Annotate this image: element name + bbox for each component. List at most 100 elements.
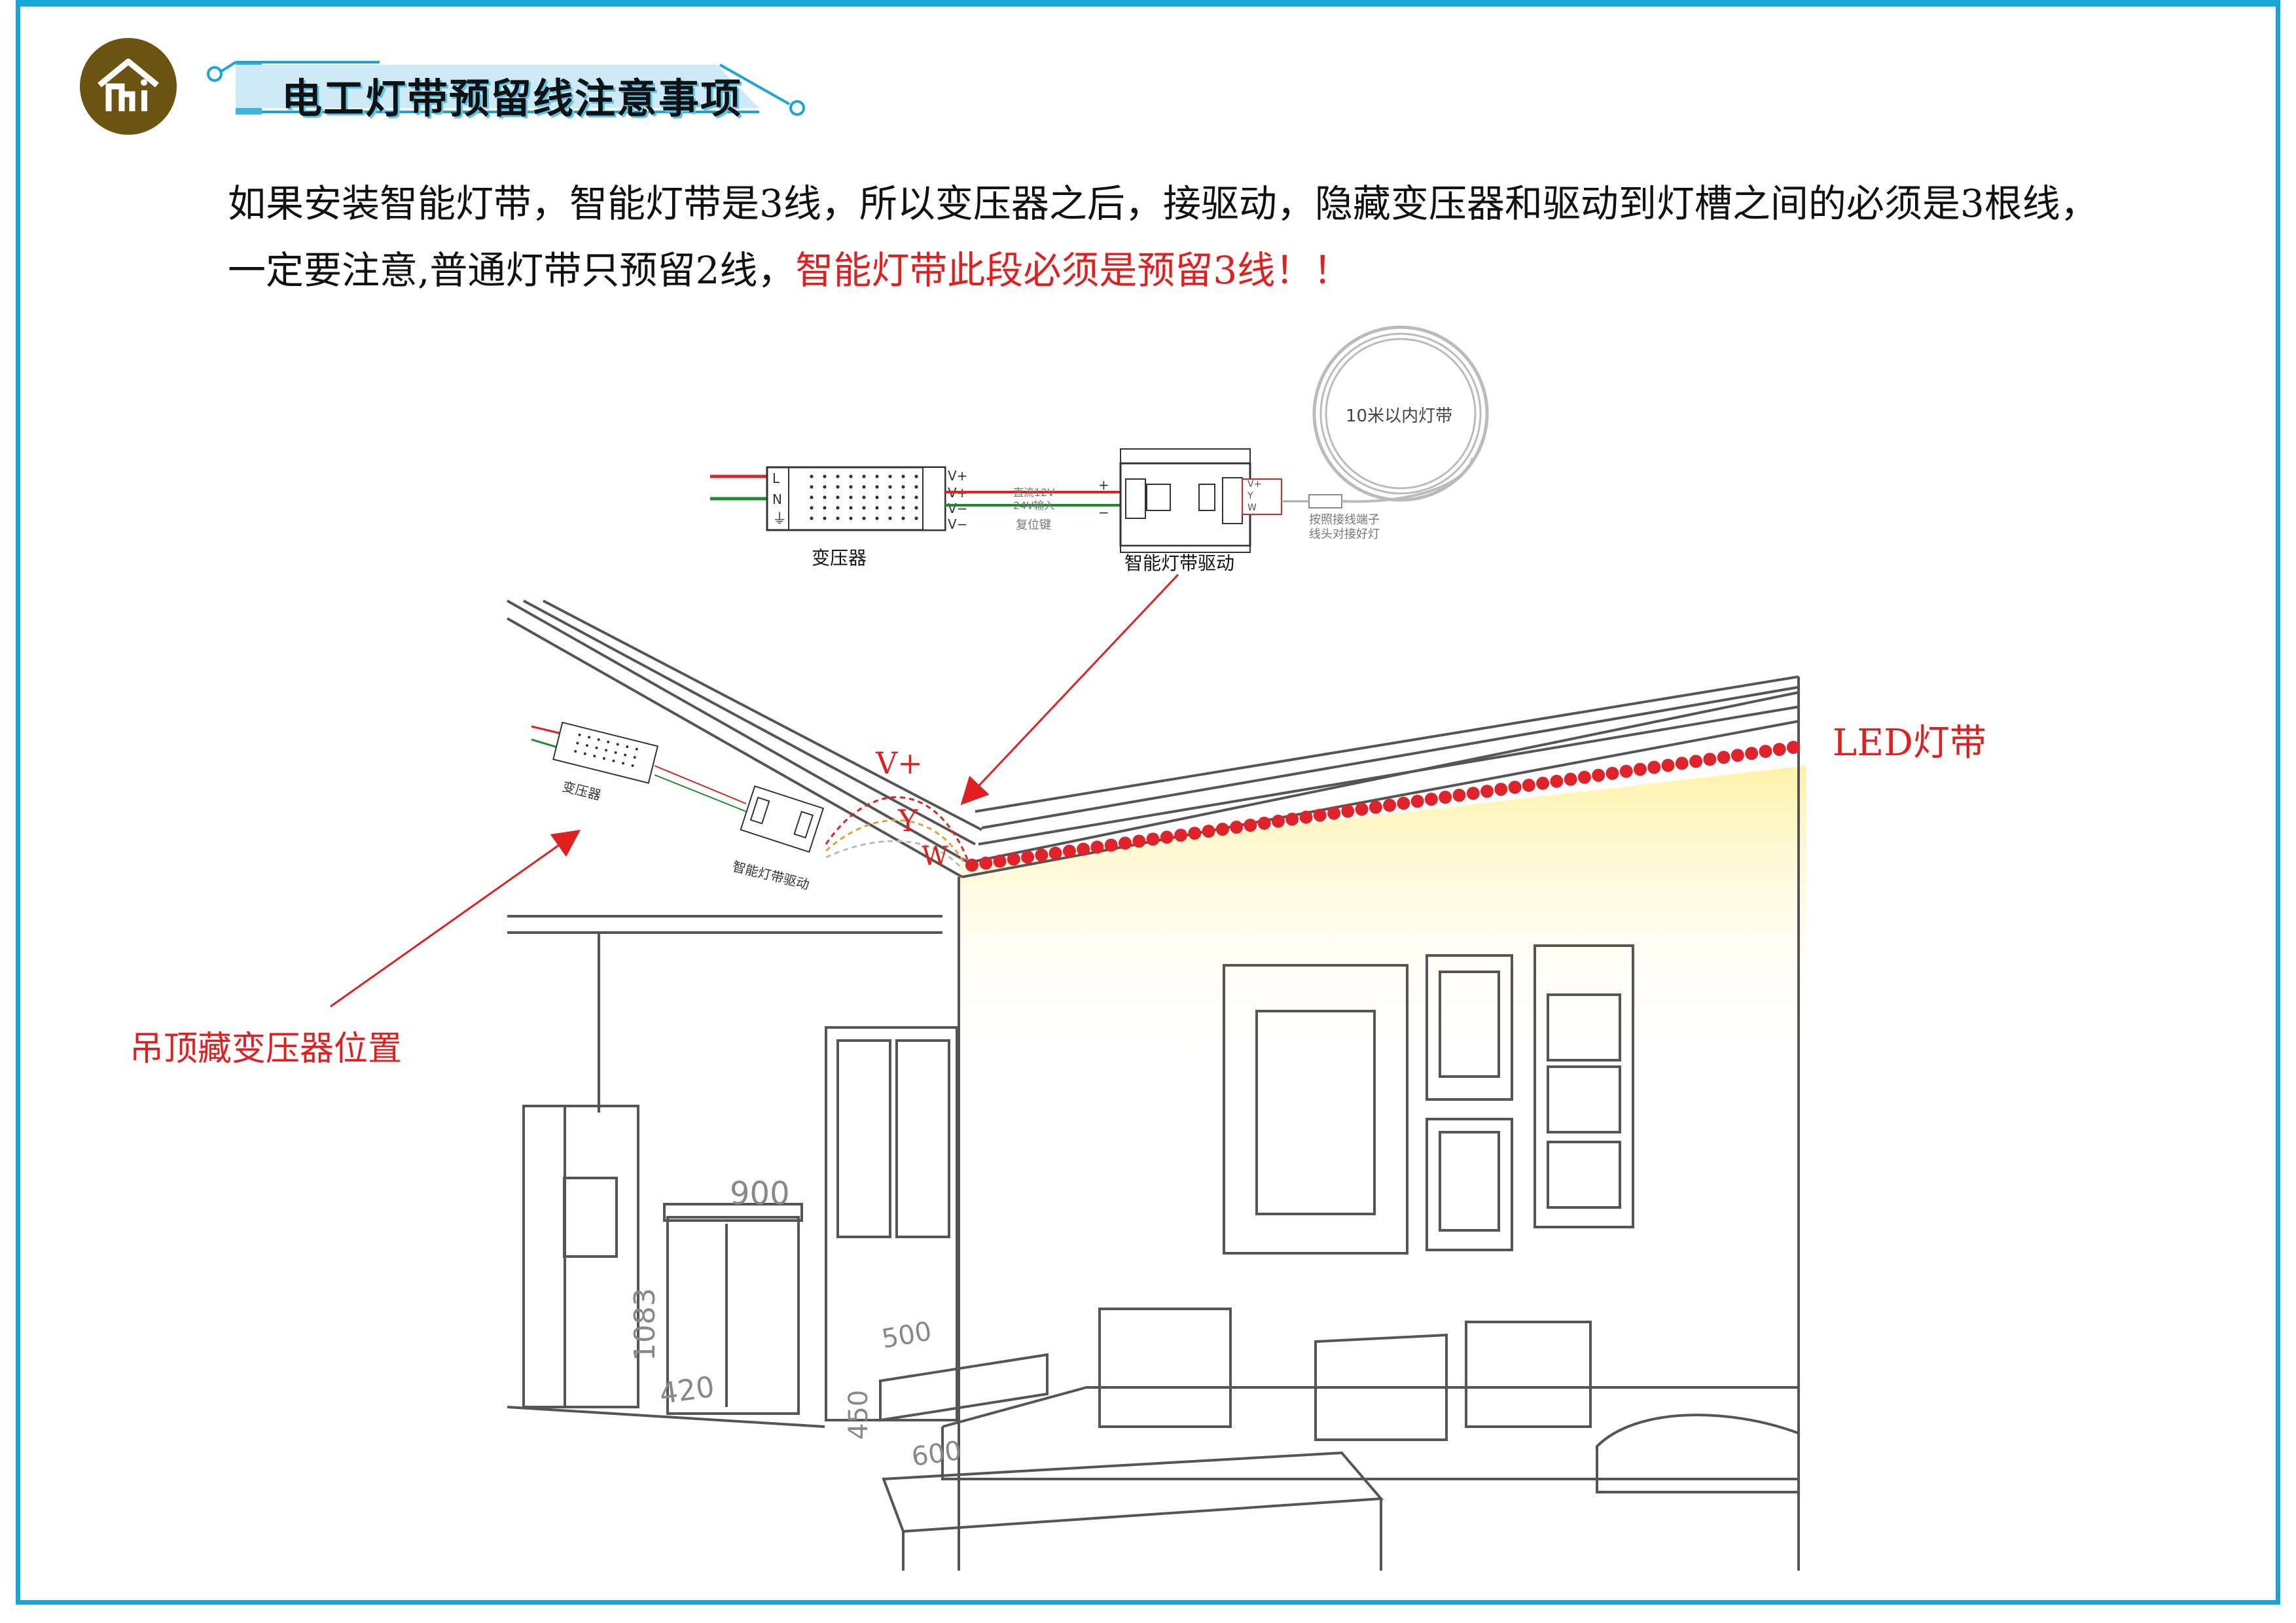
- led-dot: [1132, 834, 1146, 848]
- page-frame: [16, 0, 2280, 1605]
- led-dot: [1215, 823, 1229, 836]
- led-dot: [1299, 810, 1313, 824]
- led-dot: [1550, 774, 1564, 788]
- instruction-line-1: 如果安装智能灯带，智能灯带是3线，所以变压器之后，接驱动，隐藏变压器和驱动到灯槽…: [228, 181, 2098, 226]
- wire-vplus-label: V+: [875, 745, 923, 781]
- led-dot: [1605, 766, 1619, 780]
- dc-input-note-1: 直流12V: [1013, 486, 1054, 499]
- led-dot: [1647, 760, 1661, 774]
- led-dot: [1355, 802, 1369, 816]
- house-logo-icon: [80, 38, 177, 135]
- led-dot: [1272, 814, 1285, 828]
- dim-600: 600: [910, 1436, 963, 1472]
- led-dot: [1021, 850, 1035, 864]
- led-dot: [1522, 779, 1535, 792]
- led-dot: [1619, 764, 1633, 778]
- led-dot: [1494, 783, 1508, 796]
- led-dot: [1466, 787, 1480, 800]
- mini-driver-label: 智能灯带驱动: [731, 859, 811, 893]
- connector-note-2: 线头对接好灯: [1309, 527, 1380, 541]
- led-dot: [1230, 821, 1244, 834]
- led-dot: [1160, 830, 1174, 844]
- led-dot: [979, 856, 993, 870]
- driver-label: 智能灯带驱动: [1124, 552, 1234, 574]
- hidden-transformer-label: 吊顶藏变压器位置: [130, 1029, 403, 1069]
- led-strip-dots: [965, 741, 1800, 872]
- led-dot: [1759, 745, 1772, 758]
- led-dot: [1035, 848, 1049, 862]
- led-dot: [1480, 785, 1494, 798]
- driver-pointer-arrow: [960, 573, 1179, 806]
- led-dot: [993, 854, 1007, 868]
- led-dot: [1104, 838, 1118, 852]
- led-dot: [1077, 842, 1090, 856]
- led-dot: [1327, 806, 1341, 820]
- led-dot: [1439, 791, 1452, 804]
- led-dot: [1397, 796, 1410, 810]
- led-dot: [1369, 800, 1382, 814]
- instruction-paragraph: 如果安装智能灯带，智能灯带是3线，所以变压器之后，接驱动，隐藏变压器和驱动到灯槽…: [228, 170, 2191, 304]
- driver-plus-label: +: [1098, 477, 1109, 493]
- svg-text:⏚: ⏚: [772, 511, 787, 527]
- wire-w-label: W: [922, 842, 948, 872]
- led-dot: [1410, 794, 1424, 808]
- transformer-diagram: [766, 466, 946, 531]
- led-dot: [1146, 832, 1160, 846]
- led-dot: [1675, 757, 1689, 770]
- led-dot: [1257, 816, 1271, 830]
- strip-coil-label: 10米以内灯带: [1346, 406, 1452, 426]
- wiring-diagram: L N ⏚ V+ V+ V− V− 变压器 直流12V 24V输入 复位键 + …: [710, 325, 1489, 574]
- led-dot: [1188, 827, 1202, 840]
- output-vminus-2: V−: [948, 516, 967, 532]
- led-dot: [1745, 747, 1759, 760]
- dim-1083: 1083: [628, 1288, 662, 1361]
- instruction-line-2: 一定要注意,普通灯带只预留2线，智能灯带此段必须是预留3线！！: [228, 237, 2191, 304]
- led-dot: [1090, 840, 1104, 854]
- transformer-pointer-arrow: [330, 829, 581, 1008]
- led-dot: [1341, 804, 1355, 818]
- dc-input-note-2: 24V输入: [1013, 499, 1054, 512]
- led-dot: [1717, 751, 1731, 764]
- room-scene: [507, 599, 1806, 1571]
- dim-500: 500: [880, 1316, 934, 1355]
- led-dot: [1452, 789, 1466, 802]
- instruction-line-2-normal: 一定要注意,普通灯带只预留2线，: [228, 248, 796, 293]
- led-dot: [1689, 755, 1703, 768]
- led-dot: [1634, 762, 1647, 776]
- dim-450: 450: [844, 1390, 874, 1440]
- led-dot: [965, 859, 978, 872]
- led-dot: [1424, 793, 1438, 806]
- three-wire-bundle: [825, 796, 970, 870]
- page-title: 电工灯带预留线注意事项: [281, 75, 743, 122]
- led-dot: [1285, 812, 1299, 826]
- led-dot: [1731, 749, 1744, 762]
- transformer-label: 变压器: [812, 547, 867, 569]
- led-dot: [1383, 798, 1397, 812]
- led-dot: [1119, 836, 1132, 850]
- mini-transformer-label: 变压器: [561, 779, 603, 804]
- led-dot: [1787, 741, 1800, 754]
- title-banner-decoration: [207, 61, 805, 116]
- led-dot: [1661, 758, 1675, 772]
- led-dot: [1508, 781, 1522, 794]
- led-dot: [1772, 743, 1786, 757]
- led-strip-coil: [1312, 325, 1489, 503]
- output-vplus-1: V+: [948, 468, 967, 484]
- smart-driver-diagram: [1119, 448, 1251, 553]
- output-vminus-1: V−: [948, 501, 967, 516]
- driver-minus-label: −: [1098, 505, 1109, 520]
- connector-note-1: 按照接线端子: [1309, 513, 1380, 527]
- wire-y-label: Y: [897, 803, 918, 838]
- led-dot: [1202, 825, 1215, 838]
- dim-420: 420: [657, 1370, 716, 1411]
- reset-key-label: 复位键: [1016, 518, 1051, 532]
- led-dot: [1007, 852, 1020, 866]
- led-dot: [1049, 846, 1062, 860]
- driver-out-y: Y: [1247, 491, 1253, 501]
- led-dot: [1313, 808, 1327, 822]
- input-l-label: L: [772, 471, 780, 486]
- led-strip-label: LED灯带: [1833, 722, 1986, 764]
- led-dot: [1564, 772, 1577, 786]
- driver-out-w: W: [1247, 503, 1257, 513]
